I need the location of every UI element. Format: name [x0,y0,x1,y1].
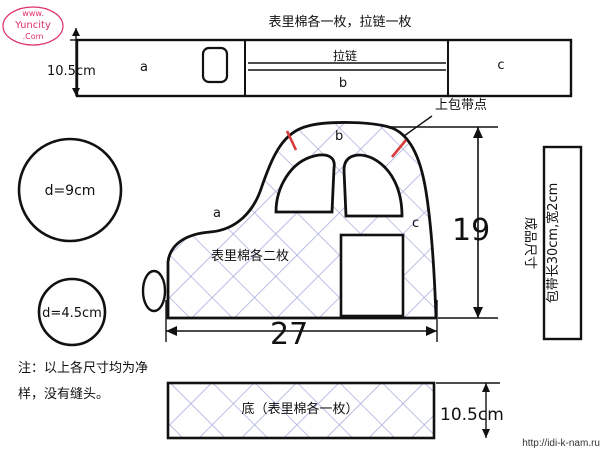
finished-size-strap: 包带长30cm,宽2cm [545,183,561,304]
zipper-pull-icon [201,46,229,84]
bottom-lattice [168,383,434,438]
strip-part-c: c [497,58,504,73]
width-arrow-head-right [426,326,437,336]
width-arrow-head-left [166,326,177,336]
side-panel-outline [166,121,438,320]
strip-part-a: a [140,60,148,75]
watermark-url: http://idi-k-nam.ru [522,438,600,449]
finished-size-title: 成品尺寸 [522,217,537,269]
note-line-1: 注：以上各尺寸均为净 [18,360,148,376]
circle-large-label: d=9cm [45,183,96,199]
circle-large [17,137,123,243]
bottom-arrow-head-top [482,383,490,392]
strap-point-label: 上包带点 [435,98,487,113]
width-dimension: 27 [270,317,308,352]
strip-arrow-head-top [72,28,80,36]
height-arrow-head-bottom [473,307,483,318]
side-panel-edge-b: b [335,129,343,144]
svg-text:Yuncity: Yuncity [14,20,51,31]
zipper-label: 拉链 [333,48,357,63]
finished-size-box [542,145,583,341]
svg-text:.Com: .Com [23,32,44,41]
bottom-height-label: 10.5cm [440,405,504,425]
side-panel-window-right [342,153,404,218]
side-panel-edge-a: a [213,206,221,221]
circle-small-label: d=4.5cm [42,306,102,321]
strap-point-left [285,130,298,151]
bottom-label: 底（表里棉各一枚） [241,401,358,417]
bottom-arrow-head-bottom [482,429,490,438]
circle-small [37,277,107,347]
svg-text:www.: www. [22,9,43,18]
strap-point-leader [403,115,433,137]
watermark-logo: www. Yuncity .Com [2,6,64,46]
strip-title: 表里棉各一枚，拉链一枚 [268,14,411,30]
height-dimension: 19 [452,213,490,248]
height-arrow-head-top [473,127,483,138]
side-panel-label: 表里棉各二枚 [211,248,289,264]
bottom-outline [166,381,436,440]
strip-height-label: 10.5cm [47,64,96,79]
strip-part-b: b [339,76,347,91]
strip-outline [75,38,573,98]
note-line-2: 样，没有缝头。 [18,387,109,402]
side-panel-window-left [274,153,336,214]
side-panel-wheel [141,269,167,313]
strap-point-right [390,139,408,158]
side-panel-edge-c: c [412,216,419,231]
side-panel-door [339,233,405,318]
strip-arrow-head-bottom [72,88,80,96]
